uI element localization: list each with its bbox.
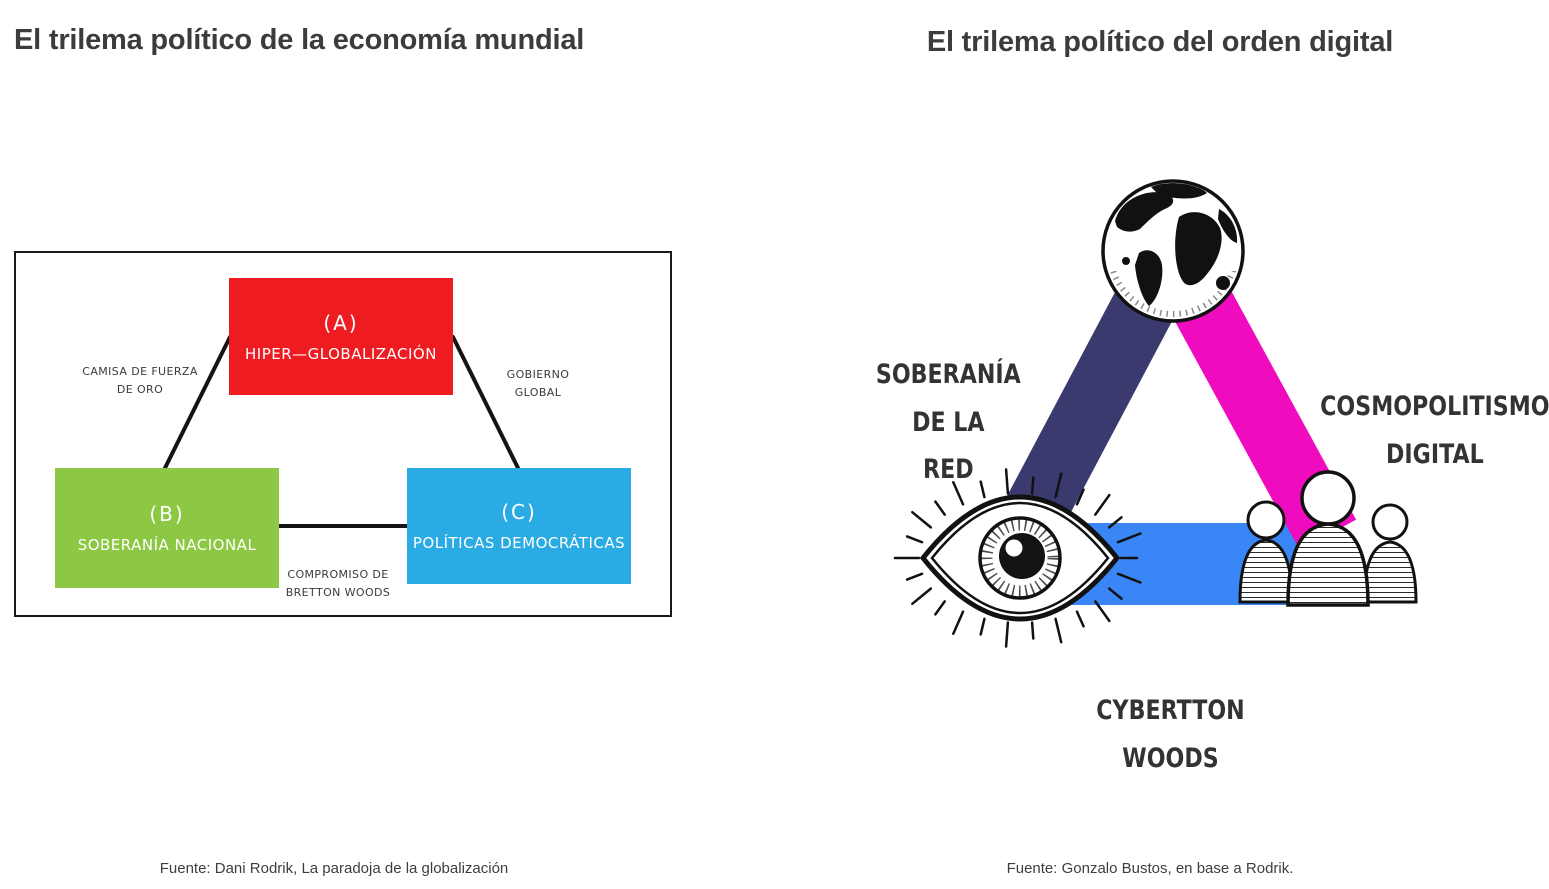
left-panel-title: El trilema político de la economía mundi… xyxy=(14,24,585,56)
eyelash-line xyxy=(952,481,965,506)
edge-label-global-governance: GOBIERNO GLOBAL xyxy=(506,368,570,399)
eyelash-line xyxy=(934,600,946,616)
right-source-caption: Fuente: Gonzalo Bustos, en base a Rodrik… xyxy=(1006,860,1294,877)
eyelash-line xyxy=(1004,468,1010,495)
eyelash-line xyxy=(934,500,946,516)
node-c-tag: (C) xyxy=(501,500,537,524)
eyelash-line xyxy=(911,587,933,606)
eyelash-line xyxy=(1094,600,1111,623)
eyelash-line xyxy=(1054,617,1063,644)
node-hyperglobalization: (A) HIPER—GLOBALIZACIÓN xyxy=(229,278,453,395)
eyelash-line xyxy=(1075,488,1085,506)
node-a-label: HIPER—GLOBALIZACIÓN xyxy=(245,344,437,363)
people-icon xyxy=(1238,470,1418,607)
edge-line-a-b xyxy=(163,335,232,470)
label-network-sovereignty: SOBERANÍA DE LA RED xyxy=(875,359,1021,485)
eyelash-line xyxy=(905,535,924,544)
node-democratic-politics: (C) POLÍTICAS DEMOCRÁTICAS xyxy=(407,468,631,584)
globe-icon xyxy=(1101,179,1245,323)
eyelash-line xyxy=(1004,621,1010,648)
rodrik-trilemma-diagram: (A) HIPER—GLOBALIZACIÓN (B) SOBERANÍA NA… xyxy=(14,251,672,617)
label-cybertton-woods: CYBERTTON WOODS xyxy=(1095,695,1245,774)
edge-line-a-c xyxy=(451,335,520,470)
eyelash-line xyxy=(1030,621,1035,640)
eyelash-line xyxy=(1094,493,1111,516)
eyelash-line xyxy=(1116,572,1142,584)
eyelash-line xyxy=(952,610,965,635)
digital-trilemma-figure xyxy=(893,179,1418,648)
eyelash-line xyxy=(979,617,986,636)
trilemma-connector-lines xyxy=(163,335,520,528)
eyelash-line xyxy=(911,510,933,529)
eyelash-line xyxy=(905,572,924,581)
edge-label-golden-straitjacket: CAMISA DE FUERZA DE ORO xyxy=(82,365,198,396)
right-panel-title: El trilema político del orden digital xyxy=(926,26,1394,58)
eyelash-line xyxy=(1107,516,1123,529)
eyelash-line xyxy=(1107,587,1123,600)
node-b-label: SOBERANÍA NACIONAL xyxy=(77,536,257,554)
eyelash-line xyxy=(979,480,986,499)
eyelash-line xyxy=(1116,532,1142,544)
edge-label-bretton-woods: COMPROMISO DE BRETTON WOODS xyxy=(285,568,391,599)
left-source-caption: Fuente: Dani Rodrik, La paradoja de la g… xyxy=(159,860,509,877)
node-c-label: POLÍTICAS DEMOCRÁTICAS xyxy=(412,534,626,552)
node-b-tag: (B) xyxy=(149,502,185,526)
eyelash-line xyxy=(1054,472,1063,499)
node-a-tag: (A) xyxy=(323,310,359,335)
eyelash-line xyxy=(1075,610,1085,628)
eye-icon xyxy=(893,468,1142,648)
eyelash-line xyxy=(1030,476,1035,495)
node-national-sovereignty: (B) SOBERANÍA NACIONAL xyxy=(55,468,279,588)
label-digital-cosmopolitanism: COSMOPOLITISMO DIGITAL xyxy=(1320,391,1549,470)
